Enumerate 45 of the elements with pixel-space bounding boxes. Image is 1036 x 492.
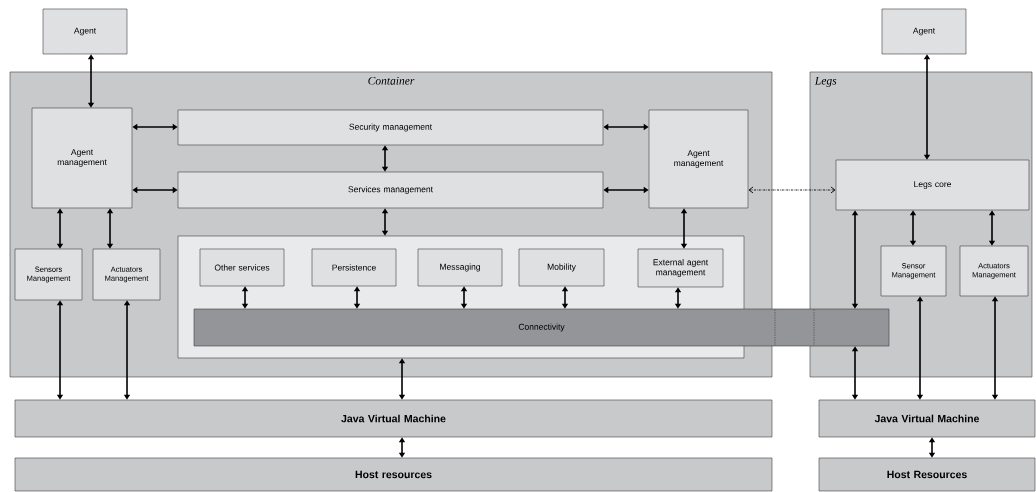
arrow xyxy=(680,208,688,249)
arrow xyxy=(353,286,361,309)
arrow xyxy=(106,208,114,249)
arrow xyxy=(132,186,178,194)
arrow xyxy=(241,286,249,309)
module-box: Services management xyxy=(177,171,604,209)
arrow xyxy=(381,208,389,236)
arrow xyxy=(916,296,924,400)
service-box: Mobility xyxy=(518,248,605,287)
module-box: Agent management xyxy=(31,107,133,209)
layer-bar: Java Virtual Machine xyxy=(818,399,1036,438)
service-box: Other services xyxy=(199,248,285,287)
agent-box: Agent xyxy=(881,8,967,55)
arrow xyxy=(603,123,649,131)
arrow xyxy=(923,54,931,160)
arrow xyxy=(398,437,406,458)
arrow xyxy=(748,186,836,194)
module-box: Legs core xyxy=(835,159,1030,211)
arrow xyxy=(851,210,859,309)
connectivity-bar: Connectivity xyxy=(193,308,890,347)
arrow xyxy=(381,145,389,172)
arrow xyxy=(991,296,999,400)
layer-bar: Host Resources xyxy=(818,457,1036,492)
arrow xyxy=(123,300,131,400)
arrow xyxy=(460,286,468,309)
layer-bar: Java Virtual Machine xyxy=(14,399,773,438)
agent-box: Agent xyxy=(42,8,128,55)
module-box: Security management xyxy=(177,109,604,146)
arrow xyxy=(132,123,178,131)
service-box: External agent management xyxy=(637,248,724,288)
arrow xyxy=(398,358,406,400)
service-box: Messaging xyxy=(417,248,503,287)
arrow xyxy=(56,208,64,249)
arrow xyxy=(988,210,996,246)
arrow xyxy=(561,286,569,309)
layer-bar: Host resources xyxy=(14,457,773,492)
arrow xyxy=(909,210,917,246)
arrow xyxy=(56,300,64,400)
arrow xyxy=(928,437,936,458)
arrow xyxy=(851,346,859,400)
arrow xyxy=(674,287,682,309)
arrow xyxy=(87,54,95,108)
arrow xyxy=(603,186,649,194)
module-box: Agent management xyxy=(648,109,749,209)
service-box: Persistence xyxy=(311,248,397,287)
